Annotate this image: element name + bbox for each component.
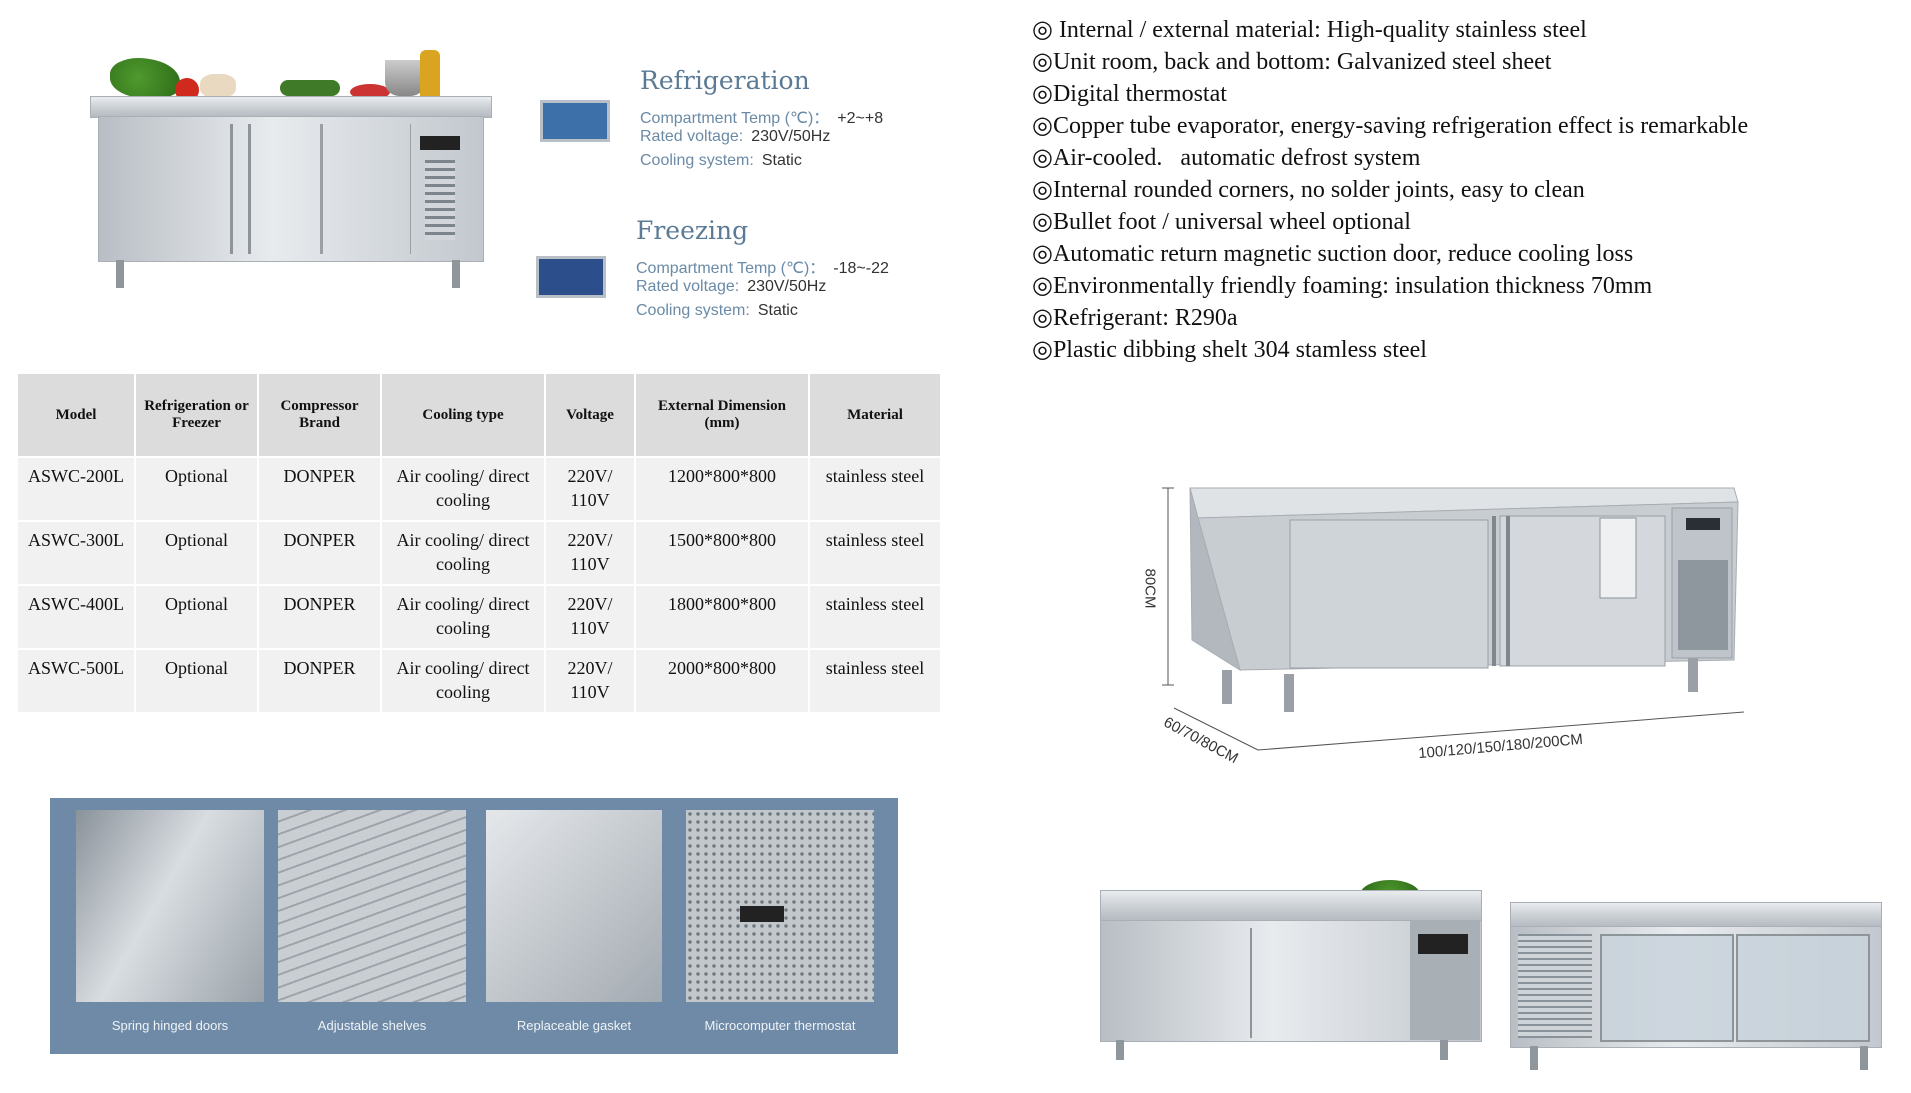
detail-caption: Microcomputer thermostat <box>704 1018 856 1033</box>
list-item: ◎Air-cooled. automatic defrost system <box>1032 145 1421 171</box>
table-row: ASWC-200L Optional DONPER Air cooling/ d… <box>18 458 940 520</box>
detail-caption: Replaceable gasket <box>516 1018 632 1033</box>
freezing-panel-icon <box>536 256 606 298</box>
freezing-spec: Freezing Compartment Temp (℃)： -18~-22 Ra… <box>536 216 936 326</box>
detail-caption: Adjustable shelves <box>317 1018 427 1033</box>
cell-type: Optional <box>136 522 257 584</box>
cell-type: Optional <box>136 650 257 712</box>
table-row: ASWC-400L Optional DONPER Air cooling/ d… <box>18 586 940 648</box>
cell-dimension: 1500*800*800 <box>636 522 808 584</box>
col-header-compressor: Compressor Brand <box>259 374 380 456</box>
list-item: ◎Environmentally friendly foaming: insul… <box>1032 273 1653 299</box>
col-header-cooling: Cooling type <box>382 374 544 456</box>
cell-model: ASWC-400L <box>18 586 134 648</box>
cell-material: stainless steel <box>810 458 940 520</box>
cell-voltage: 220V/ 110V <box>546 522 634 584</box>
cell-type: Optional <box>136 586 257 648</box>
list-item: ◎Internal rounded corners, no solder joi… <box>1032 177 1585 203</box>
dimension-drawing <box>1162 487 1745 751</box>
col-header-model: Model <box>18 374 134 456</box>
cell-voltage: 220V/ 110V <box>546 458 634 520</box>
freezing-voltage-label: Rated voltage: <box>636 278 740 295</box>
spec-table: Model Refrigeration or Freezer Compresso… <box>16 372 942 714</box>
col-header-dimension: External Dimension (mm) <box>636 374 808 456</box>
refrigeration-panel-icon <box>540 100 610 142</box>
list-item: ◎Automatic return magnetic suction door,… <box>1032 241 1634 267</box>
freezing-cooling-label: Cooling system: <box>636 302 750 319</box>
list-item: ◎ Internal / external material: High-qua… <box>1032 17 1587 43</box>
detail-image-shelves <box>278 810 466 1002</box>
freezing-voltage-value: 230V/50Hz <box>747 278 827 295</box>
cell-dimension: 1200*800*800 <box>636 458 808 520</box>
list-item: ◎Bullet foot / universal wheel optional <box>1032 209 1411 235</box>
detail-feature-strip: Spring hinged doors Adjustable shelves R… <box>50 798 898 1054</box>
cell-model: ASWC-500L <box>18 650 134 712</box>
spec-table-wrap: Model Refrigeration or Freezer Compresso… <box>16 372 942 714</box>
table-row: ASWC-300L Optional DONPER Air cooling/ d… <box>18 522 940 584</box>
list-item: ◎Plastic dibbing shelt 304 stamless stee… <box>1032 337 1427 363</box>
hero-product-image <box>80 40 500 300</box>
refrigeration-temp-label: Compartment Temp (℃)： <box>640 110 830 127</box>
table-header-row: Model Refrigeration or Freezer Compresso… <box>18 374 940 456</box>
cell-cooling: Air cooling/ direct cooling <box>382 458 544 520</box>
list-item: ◎Copper tube evaporator, energy-saving r… <box>1032 113 1749 139</box>
detail-caption: Spring hinged doors <box>111 1018 229 1033</box>
cell-dimension: 1800*800*800 <box>636 586 808 648</box>
cell-voltage: 220V/ 110V <box>546 586 634 648</box>
cell-material: stainless steel <box>810 650 940 712</box>
cell-compressor: DONPER <box>259 458 380 520</box>
refrigeration-voltage-value: 230V/50Hz <box>751 128 831 145</box>
col-header-material: Material <box>810 374 940 456</box>
list-item: ◎Digital thermostat <box>1032 81 1227 107</box>
refrigeration-spec: Refrigeration Compartment Temp (℃)： +2~+8… <box>540 66 940 176</box>
cell-cooling: Air cooling/ direct cooling <box>382 650 544 712</box>
product-image-solid-doors <box>1100 880 1482 1080</box>
feature-list: ◎ Internal / external material: High-qua… <box>1032 14 1752 366</box>
dimension-height-label: 80CM <box>1141 568 1159 609</box>
table-row: ASWC-500L Optional DONPER Air cooling/ d… <box>18 650 940 712</box>
product-image-glass-doors <box>1510 894 1890 1084</box>
refrigeration-cooling-value: Static <box>761 152 802 169</box>
refrigeration-title: Refrigeration <box>640 66 810 95</box>
cell-dimension: 2000*800*800 <box>636 650 808 712</box>
cell-material: stainless steel <box>810 586 940 648</box>
freezing-cooling-value: Static <box>757 302 798 319</box>
cell-type: Optional <box>136 458 257 520</box>
col-header-voltage: Voltage <box>546 374 634 456</box>
cell-compressor: DONPER <box>259 522 380 584</box>
detail-image-gasket <box>486 810 662 1002</box>
cell-material: stainless steel <box>810 522 940 584</box>
cell-cooling: Air cooling/ direct cooling <box>382 586 544 648</box>
cell-model: ASWC-300L <box>18 522 134 584</box>
freezing-temp-label: Compartment Temp (℃)： <box>636 260 826 277</box>
cell-model: ASWC-200L <box>18 458 134 520</box>
cell-voltage: 220V/ 110V <box>546 650 634 712</box>
detail-image-hinge <box>76 810 264 1002</box>
cell-compressor: DONPER <box>259 586 380 648</box>
list-item: ◎Unit room, back and bottom: Galvanized … <box>1032 49 1552 75</box>
cell-compressor: DONPER <box>259 650 380 712</box>
freezing-title: Freezing <box>636 216 749 245</box>
refrigeration-temp-value: +2~+8 <box>837 110 884 127</box>
col-header-type: Refrigeration or Freezer <box>136 374 257 456</box>
dimension-diagram: 80CM 60/70/80CM 100/120/150/180/200CM <box>1140 460 1760 790</box>
list-item: ◎Refrigerant: R290a <box>1032 305 1238 331</box>
thermostat-display <box>740 906 784 922</box>
refrigeration-voltage-label: Rated voltage: <box>640 128 744 145</box>
freezing-temp-value: -18~-22 <box>833 260 889 277</box>
cell-cooling: Air cooling/ direct cooling <box>382 522 544 584</box>
refrigeration-cooling-label: Cooling system: <box>640 152 754 169</box>
